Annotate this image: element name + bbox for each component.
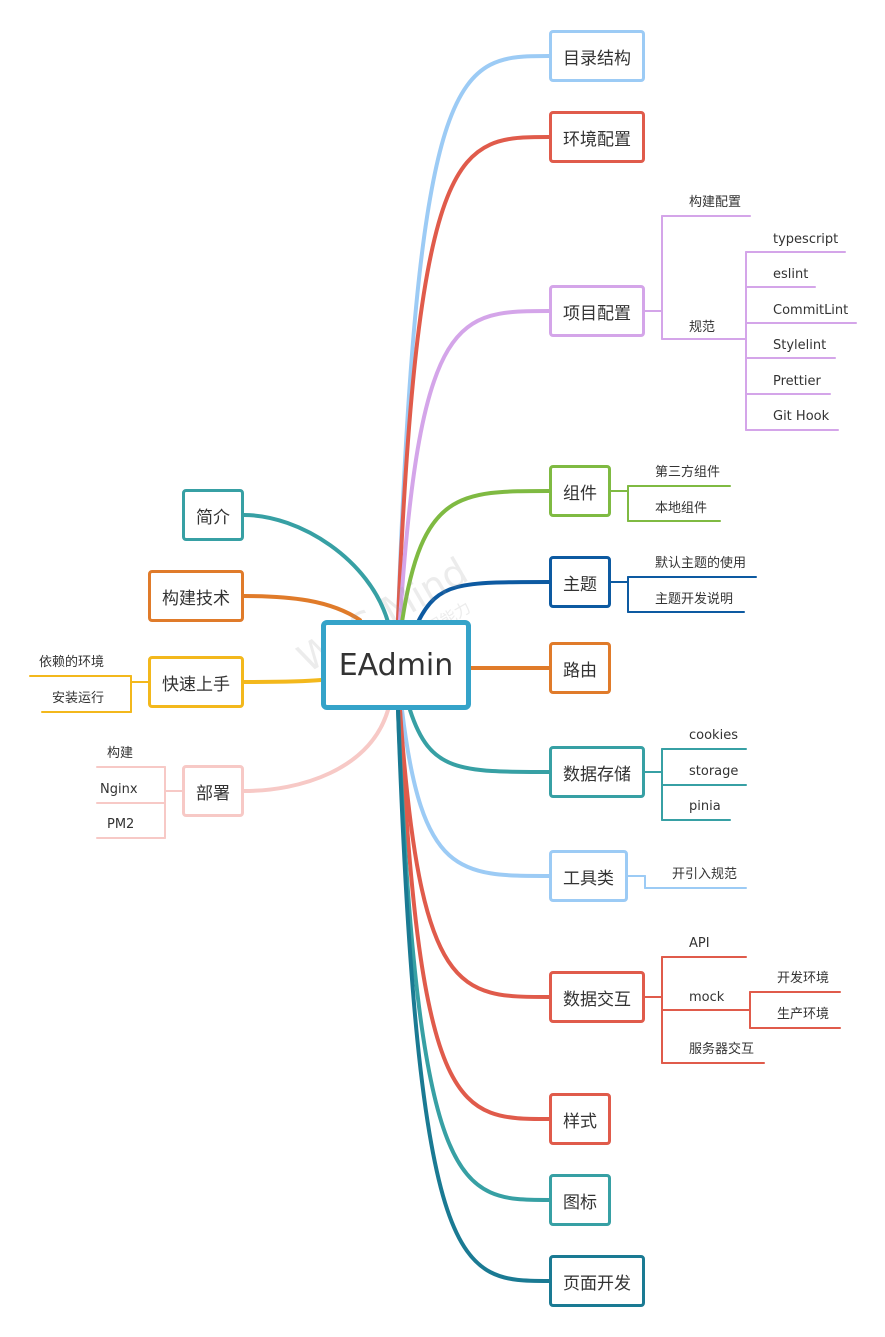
leaf-prettier[interactable]: Prettier [773, 374, 821, 389]
leaf-theme-dev[interactable]: 主题开发说明 [655, 592, 734, 607]
node-label: 构建技术 [162, 588, 230, 609]
leaf-cookies[interactable]: cookies [689, 728, 738, 743]
node-label: 项目配置 [563, 303, 631, 324]
leaf-prod-env[interactable]: 生产环境 [777, 1007, 830, 1022]
node-label: 页面开发 [563, 1273, 631, 1294]
node-label: 快速上手 [162, 674, 230, 695]
node-build-tech[interactable]: 构建技术 [148, 570, 244, 622]
node-label: 路由 [563, 660, 597, 681]
leaf-api[interactable]: API [689, 936, 710, 951]
branch-connector-left [242, 708, 390, 793]
leaf-third-party-components[interactable]: 第三方组件 [655, 465, 721, 480]
node-label: 工具类 [563, 868, 614, 889]
node-components[interactable]: 组件 [549, 465, 611, 517]
node-directory-structure[interactable]: 目录结构 [549, 30, 645, 82]
node-project-config[interactable]: 项目配置 [549, 285, 645, 337]
branch-connector-left [242, 594, 362, 622]
node-styles[interactable]: 样式 [549, 1093, 611, 1145]
leaf-default-theme[interactable]: 默认主题的使用 [655, 556, 747, 571]
node-quick-start[interactable]: 快速上手 [148, 656, 244, 708]
leaf-commitlint[interactable]: CommitLint [773, 303, 849, 318]
branch-connector-right [400, 489, 551, 624]
leaf-local-components[interactable]: 本地组件 [655, 501, 708, 516]
branch-connector-right [396, 708, 551, 1283]
root-node[interactable]: EAdmin [321, 620, 471, 710]
branch-connector-right [416, 580, 551, 624]
leaf-server-interaction[interactable]: 服务器交互 [689, 1042, 755, 1057]
node-label: 部署 [196, 783, 230, 804]
leaf-install-run[interactable]: 安装运行 [52, 691, 105, 706]
leaf-nginx[interactable]: Nginx [100, 782, 138, 797]
node-label: 图标 [563, 1192, 597, 1213]
leaf-spec[interactable]: 规范 [689, 320, 716, 335]
leaf-dependencies-env[interactable]: 依赖的环境 [39, 655, 105, 670]
branch-connector-right [398, 309, 551, 622]
leaf-deploy-build[interactable]: 构建 [107, 746, 134, 761]
leaf-pm2[interactable]: PM2 [107, 817, 135, 832]
branch-connector-right [396, 54, 551, 622]
leaf-mock[interactable]: mock [689, 990, 725, 1005]
leaf-typescript[interactable]: typescript [773, 232, 839, 247]
leaf-dev-env[interactable]: 开发环境 [777, 971, 830, 986]
node-router[interactable]: 路由 [549, 642, 611, 694]
node-label: 样式 [563, 1111, 597, 1132]
branch-connector-right [398, 708, 551, 1121]
node-label: 简介 [196, 507, 230, 528]
branch-connector-left [242, 678, 323, 684]
root-label: EAdmin [338, 647, 454, 683]
node-label: 主题 [563, 574, 597, 595]
branch-connector-right [408, 708, 551, 774]
node-label: 组件 [563, 483, 597, 504]
leaf-pinia[interactable]: pinia [689, 799, 721, 814]
node-theme[interactable]: 主题 [549, 556, 611, 608]
node-data-interaction[interactable]: 数据交互 [549, 971, 645, 1023]
branch-connector-right [398, 708, 551, 999]
leaf-git-hook[interactable]: Git Hook [773, 409, 830, 424]
node-deploy[interactable]: 部署 [182, 765, 244, 817]
node-label: 数据存储 [563, 764, 631, 785]
node-env-config[interactable]: 环境配置 [549, 111, 645, 163]
node-label: 目录结构 [563, 48, 631, 69]
node-icons[interactable]: 图标 [549, 1174, 611, 1226]
leaf-storage[interactable]: storage [689, 764, 739, 779]
node-label: 环境配置 [563, 129, 631, 150]
leaf-eslint[interactable]: eslint [773, 267, 809, 282]
node-data-storage[interactable]: 数据存储 [549, 746, 645, 798]
node-page-dev[interactable]: 页面开发 [549, 1255, 645, 1307]
node-label: 数据交互 [563, 989, 631, 1010]
branch-connector-right [400, 708, 551, 878]
branch-connector-left [242, 513, 390, 624]
branch-connector-right [396, 135, 551, 622]
leaf-build-config[interactable]: 构建配置 [689, 195, 742, 210]
leaf-import-spec[interactable]: 开引入规范 [672, 867, 738, 882]
leaf-stylelint[interactable]: Stylelint [773, 338, 827, 353]
node-utils[interactable]: 工具类 [549, 850, 628, 902]
node-intro[interactable]: 简介 [182, 489, 244, 541]
